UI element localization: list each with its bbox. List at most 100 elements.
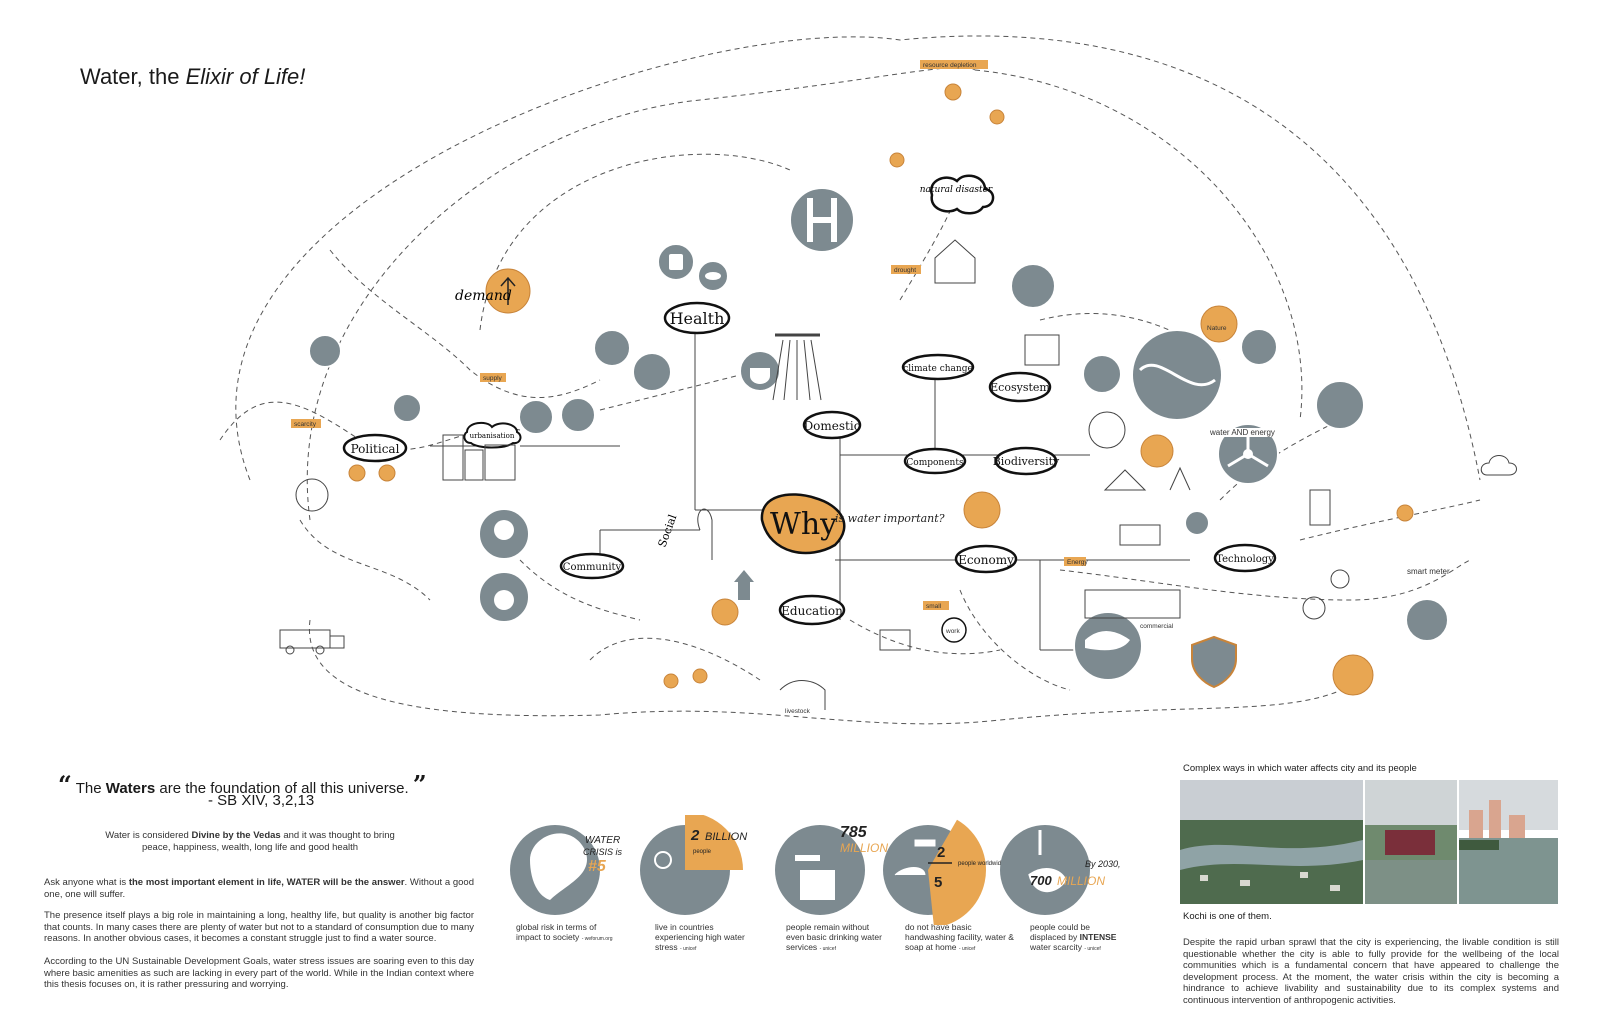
happy-face-icon: [378, 464, 396, 482]
shield-icon: [1191, 635, 1237, 689]
tag-scarcity: scarcity: [294, 421, 317, 428]
why-blob: [760, 493, 846, 555]
stat-1-caption: global risk in terms of impact to societ…: [516, 922, 613, 942]
stat-2-billion: 2 BILLION people: [640, 815, 747, 915]
sad-face-icon: [348, 464, 366, 482]
paragraph-2: The presence itself plays a big role in …: [44, 910, 474, 944]
node-political: Political: [351, 442, 400, 456]
page-title: Water, the Elixir of Life!: [80, 64, 306, 89]
svg-text:#5: #5: [588, 858, 607, 875]
node-natural-disaster: natural disaster: [920, 185, 993, 195]
tags: resource depletion scarcity supply water…: [291, 60, 1450, 715]
svg-text:MILLION: MILLION: [1057, 874, 1105, 888]
svg-text:By 2030,: By 2030,: [1085, 859, 1121, 869]
tag-smart-meter: smart meter: [1407, 567, 1450, 576]
filter-icon: [392, 393, 422, 423]
handwash-icon: [894, 839, 936, 876]
stat-3-caption: people remain without even basic drinkin…: [786, 922, 882, 952]
up-arrow-head-icon: [734, 570, 754, 582]
hand-drop-icon: [1028, 830, 1067, 893]
tag-commercial: commercial: [1140, 623, 1174, 630]
svg-text:BILLION: BILLION: [705, 831, 747, 843]
shower-sketch: [772, 339, 822, 401]
vedas-text: Water is considered Divine by the Vedas …: [105, 830, 395, 853]
hand-water-drop-icon: [530, 833, 587, 900]
kochi-paragraph: Despite the rapid urban sprawl that the …: [1183, 937, 1559, 1006]
rain-cloud-sketch: [1480, 455, 1517, 476]
node-urbanisation: urbanisation: [470, 432, 515, 440]
bulb-icon: [711, 598, 739, 626]
node-demand: demand: [455, 288, 512, 304]
sad-face-icon-2: [889, 152, 905, 168]
tag-energy: Energy: [1067, 559, 1088, 566]
cow-sketch: [779, 680, 826, 710]
solid-connectors: [430, 320, 1190, 651]
clock-sketch: [1302, 596, 1326, 620]
tag-water-and-energy: water AND energy: [1209, 428, 1275, 437]
urbanisation-cloud: [463, 421, 522, 449]
power-sketch: [1330, 569, 1350, 589]
paragraph-3: According to the UN Sustainable Developm…: [44, 956, 474, 990]
money-icon: [1405, 598, 1449, 642]
happy-face-icon-2: [989, 109, 1005, 125]
node-technology: Technology: [1216, 554, 1274, 565]
pipe-icon: [308, 334, 342, 368]
node-biodiversity: Biodiversity: [993, 455, 1060, 468]
tag-work: work: [945, 628, 960, 635]
paragraph-1: Ask anyone what is the most important el…: [44, 877, 474, 900]
person-icon: [944, 83, 962, 101]
bottle-icon: [560, 397, 596, 433]
node-health: Health: [670, 309, 725, 328]
svg-text:785: 785: [840, 824, 868, 841]
building-sketch: [442, 434, 464, 481]
node-ecosystem: Ecosystem: [990, 381, 1050, 394]
svg-text:people worldwide: people worldwide: [958, 861, 1005, 867]
sun-icon: [1200, 305, 1238, 343]
tag-small: small: [926, 603, 942, 610]
center-question: is water important?: [835, 512, 945, 525]
node-community: Community: [563, 562, 622, 573]
stat-2-pie: [685, 815, 743, 870]
icon-circles: [308, 187, 1449, 681]
center-why: Why: [770, 507, 837, 542]
crowd-icon: [1332, 654, 1374, 696]
up-arrow-box-icon: [738, 582, 750, 600]
people-sketch: [697, 508, 713, 560]
kochi-photo-2: [1365, 780, 1457, 904]
faucet-small-icon: [1184, 510, 1210, 536]
sunflower-icon: [1140, 434, 1174, 468]
kochi-photo-3: [1459, 780, 1558, 904]
natural-disaster-cloud: [929, 174, 995, 215]
tag-nature: Nature: [1207, 325, 1227, 332]
tag-supply: supply: [483, 375, 503, 382]
fish-farming-icon: [963, 491, 1001, 529]
svg-text:2: 2: [690, 827, 700, 844]
wave-icon: [1010, 263, 1056, 309]
close-quote-icon: ”: [412, 770, 427, 799]
accent-circles: [348, 83, 1414, 696]
sketches: [279, 239, 1517, 710]
quote-source: - SB XIV, 3,2,13: [208, 792, 315, 809]
lungs-icon: [1082, 354, 1122, 394]
bucket-icon: [593, 329, 631, 367]
node-social: Social: [656, 512, 680, 549]
node-economy: Economy: [958, 553, 1014, 567]
quote: “ The Waters are the foundation of all t…: [58, 770, 427, 809]
node-climate-change: climate change: [903, 364, 973, 374]
water-mind-map: Why is water important? Health Domestic …: [219, 35, 1517, 725]
sun-icon: [654, 851, 672, 869]
svg-text:CRISIS is: CRISIS is: [583, 847, 623, 857]
kochi-subtitle: Kochi is one of them.: [1183, 911, 1272, 922]
bottle-person-icon: [1315, 380, 1365, 430]
well-sketch: [1024, 334, 1060, 366]
stat-4-pie: [928, 819, 986, 925]
washing-icon: [632, 352, 672, 392]
tag-livestock: livestock: [785, 708, 811, 715]
stat-water-crisis: WATER CRISIS is #5: [510, 825, 623, 915]
svg-text:MILLION: MILLION: [840, 841, 888, 855]
node-labels: Health Domestic Political Community Educ…: [351, 309, 1275, 618]
stat-785-million: 785 MILLION: [775, 824, 888, 915]
tap-icon: [518, 399, 554, 435]
kochi-photo-1: [1180, 780, 1363, 904]
stats-row: WATER CRISIS is #5 2 BILLION people 785 …: [510, 815, 1121, 925]
